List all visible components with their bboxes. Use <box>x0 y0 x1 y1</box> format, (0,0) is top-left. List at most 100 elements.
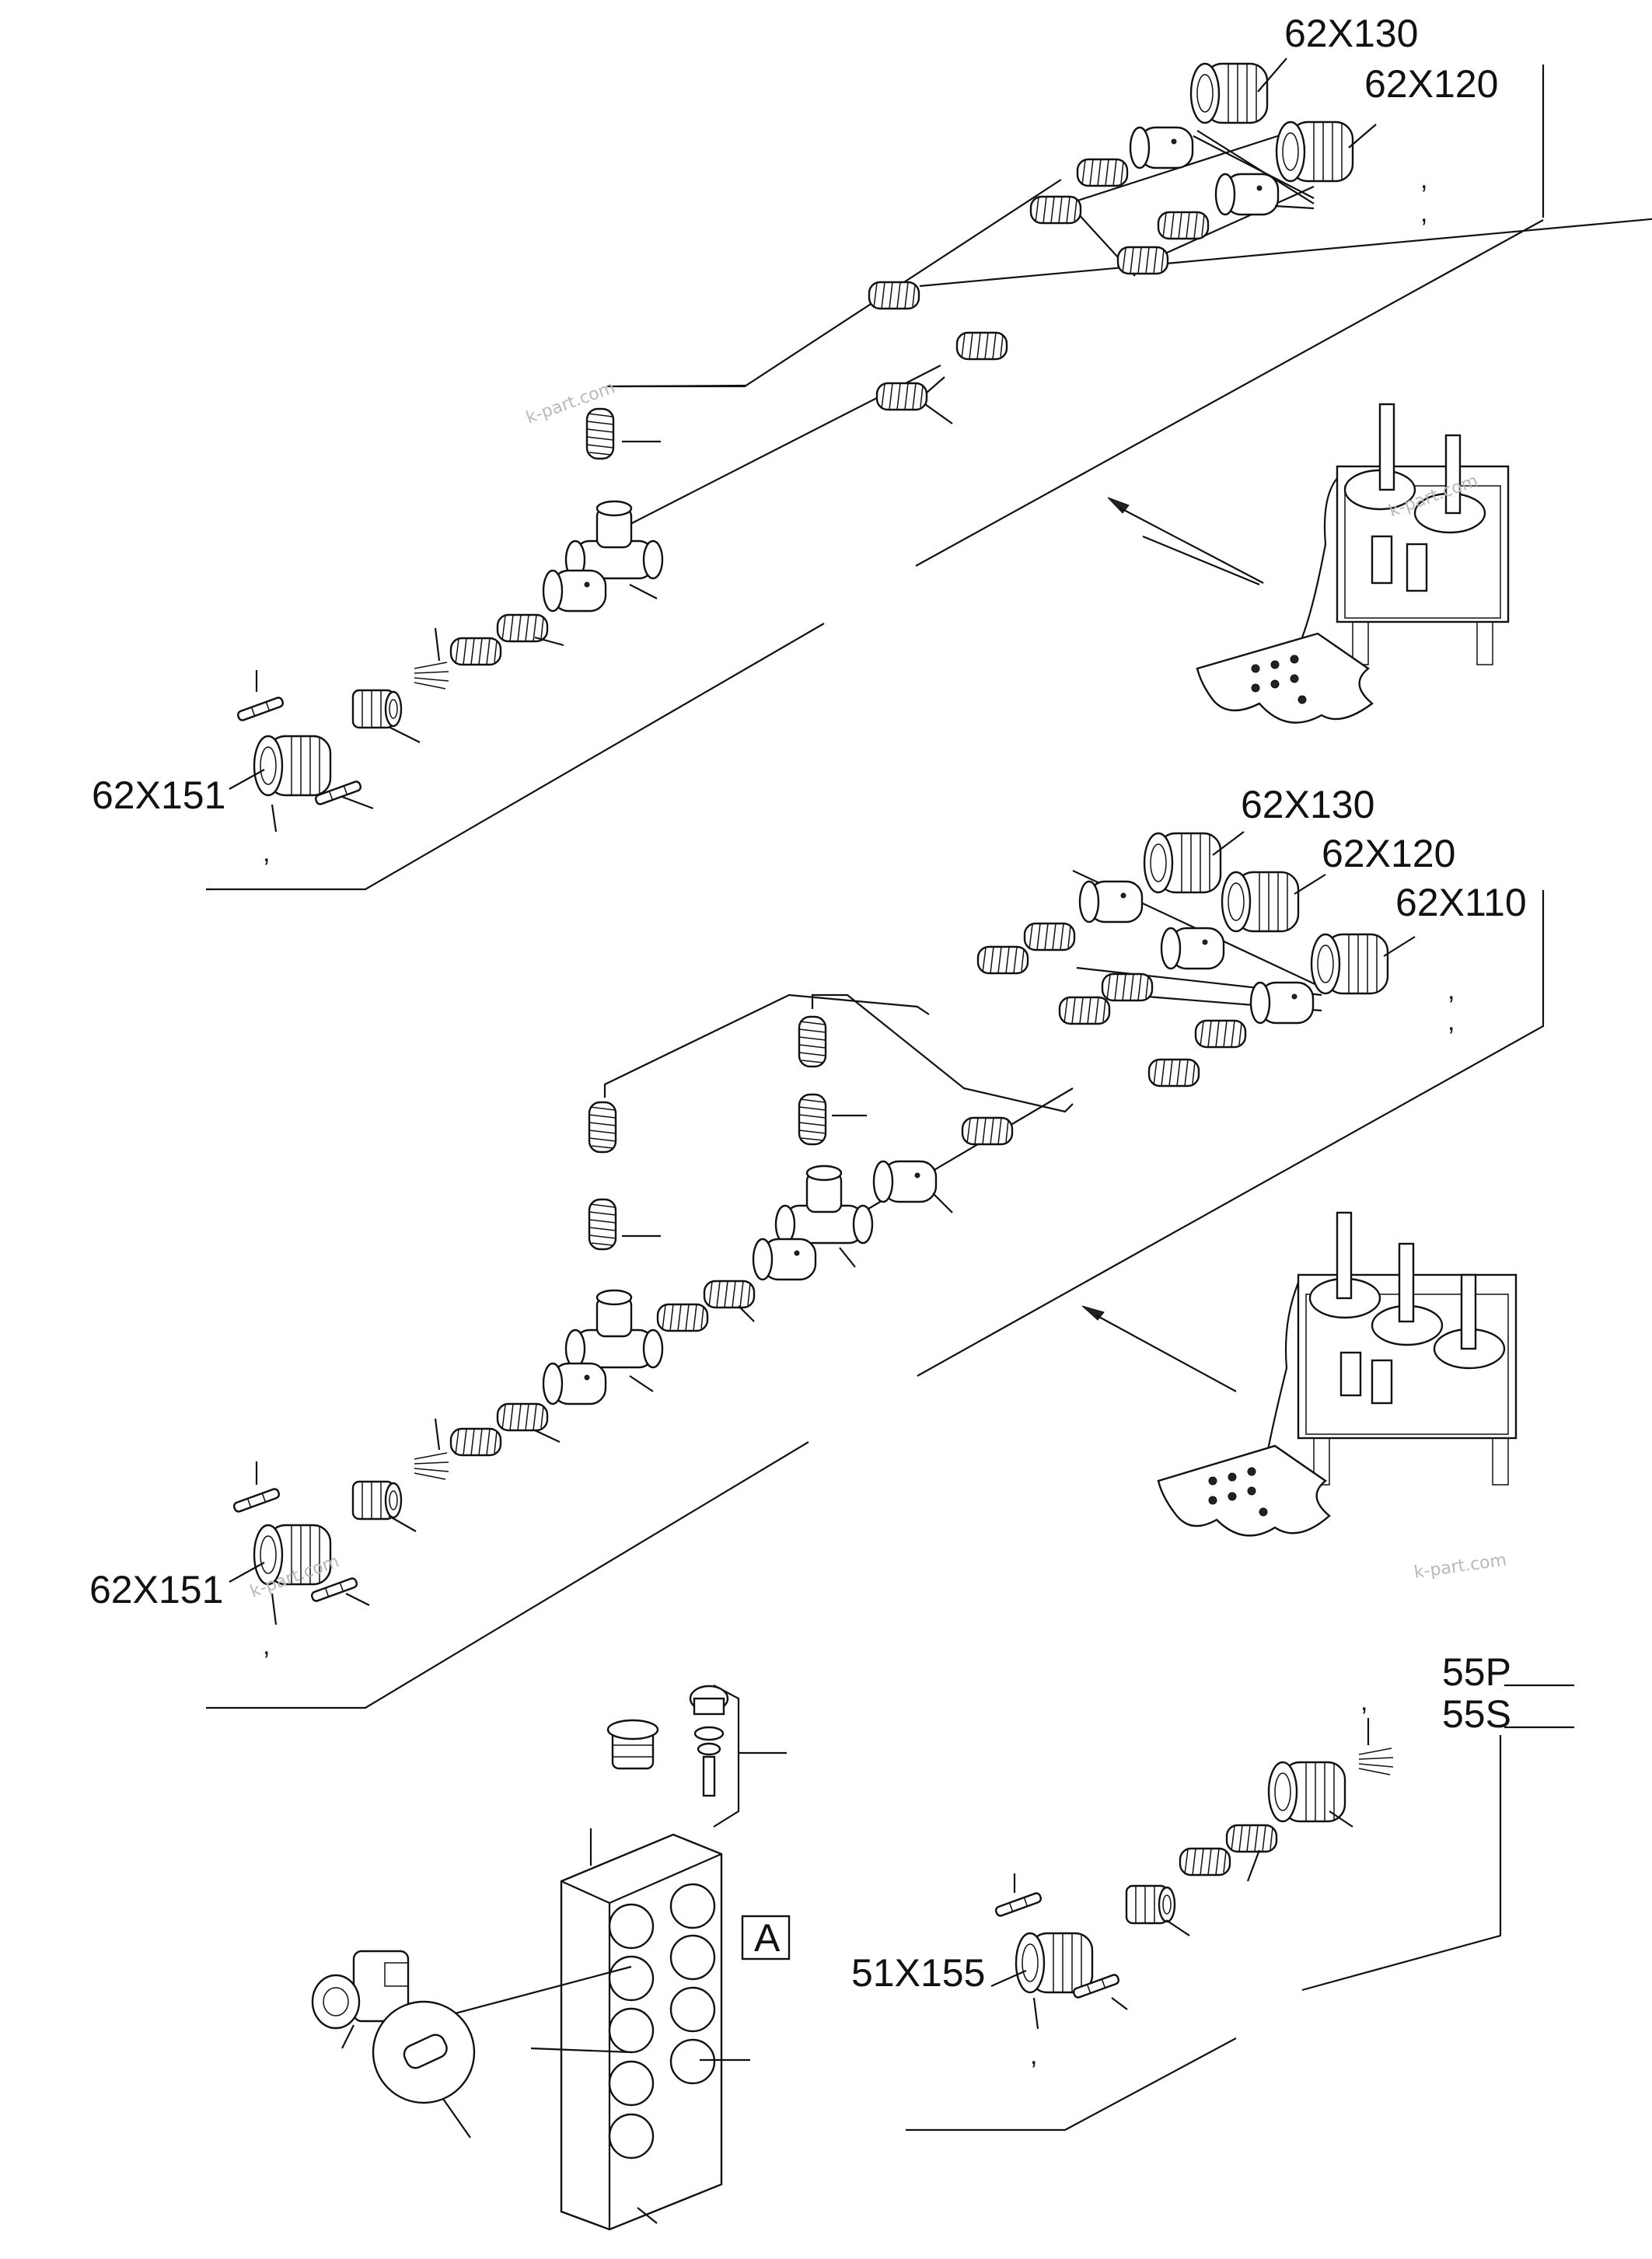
comma-mid-3: , <box>263 1631 270 1660</box>
section-bottom-linework <box>713 1685 1502 2132</box>
nut-mid <box>351 1480 403 1521</box>
sleeve-mid-2 <box>1160 927 1225 970</box>
sleeve-mid-4 <box>872 1160 938 1203</box>
comma-top-1: , <box>1420 165 1427 194</box>
top-diagonal-guide <box>915 219 1544 567</box>
label-box-a-letter: A <box>754 1916 781 1960</box>
sleeve-mid-1 <box>1078 880 1144 924</box>
wires-mid <box>414 1452 449 1480</box>
plate-mid <box>1157 1444 1331 1537</box>
bottom-right-bracket <box>1301 1735 1502 1992</box>
spring-mid-vertical-3 <box>588 1101 617 1154</box>
label-62x130-mid: 62X130 <box>1241 783 1374 826</box>
connector-62x151-top <box>253 735 332 797</box>
spring-top-3 <box>1029 195 1082 225</box>
spring-mid-vertical-1 <box>798 1015 827 1068</box>
spring-top-4 <box>1116 246 1169 275</box>
mid-bottom-bracket <box>206 1441 809 1709</box>
sleeve-top-2 <box>1214 173 1280 216</box>
comma-mid-1: , <box>1448 976 1455 1005</box>
label-box-a <box>741 1915 791 1960</box>
spring-mid-6 <box>1147 1058 1200 1088</box>
spring-mid-vertical-2 <box>798 1093 827 1146</box>
comma-bottom-1: , <box>1360 1687 1367 1716</box>
spring-top-8 <box>496 613 549 643</box>
tee-top <box>564 500 664 580</box>
label-62x130-top: 62X130 <box>1284 12 1418 55</box>
sleeve-top-3 <box>542 569 607 613</box>
top-bottom-bracket <box>206 623 825 891</box>
connector-62x120-mid <box>1221 871 1300 933</box>
nut-bottom <box>1125 1884 1176 1925</box>
connector-51x155-bottom <box>1015 1932 1094 1994</box>
spring-bottom-2 <box>1179 1847 1231 1877</box>
label-55p: 55P <box>1442 1650 1511 1694</box>
connector-62x130-mid <box>1143 832 1222 894</box>
section-top-parts <box>229 58 1377 833</box>
arrow-mid-line <box>1095 1315 1237 1392</box>
tee-mid-left <box>564 1289 664 1369</box>
switch-assembly <box>311 1950 476 2139</box>
spring-top-5 <box>868 281 920 310</box>
label-62x151-top: 62X151 <box>92 773 225 817</box>
comma-top-3: , <box>263 838 270 868</box>
sleeve-mid-3 <box>1249 981 1315 1025</box>
spring-mid-5 <box>1058 996 1111 1025</box>
machine-top-illustration <box>1196 403 1510 724</box>
top-chain-upper <box>606 179 1062 388</box>
spring-mid-11 <box>449 1427 502 1457</box>
labels: 62X130 62X120 , , 62X151 , 62X130 62X120… <box>89 12 1574 2070</box>
section-bottom-parts <box>311 1685 1394 2231</box>
top-chain-a <box>1072 123 1315 204</box>
spring-mid-3 <box>1194 1019 1247 1049</box>
spring-top-1 <box>1076 158 1129 187</box>
mid-chain-upper <box>603 993 930 1098</box>
connector-62x120-top <box>1275 120 1354 183</box>
comma-top-2: , <box>1420 198 1427 228</box>
sleeve-top-1 <box>1129 126 1194 169</box>
label-62x120-top: 62X120 <box>1364 62 1498 106</box>
spring-mid-4 <box>976 945 1029 975</box>
top-chain-cross <box>1196 130 1315 204</box>
section-mid-parts <box>229 831 1416 1625</box>
connector-55-bottom <box>1267 1761 1346 1823</box>
label-62x151-mid: 62X151 <box>89 1568 223 1611</box>
label-62x120-mid: 62X120 <box>1322 832 1455 875</box>
spring-top-7 <box>875 382 928 411</box>
bottom-bottom-bracket <box>906 2037 1237 2132</box>
nut-top <box>351 689 403 729</box>
comma-bottom-2: , <box>1030 2041 1037 2070</box>
mid-right-bracket <box>917 890 1545 1377</box>
label-55s: 55S <box>1442 1692 1511 1736</box>
top-chain-b <box>1158 185 1315 258</box>
spring-mid-8 <box>703 1280 756 1309</box>
sleeve-mid-5 <box>752 1238 817 1281</box>
watermark-4: k-part.com <box>1413 1551 1507 1583</box>
pin-bottom-1 <box>994 1891 1043 1919</box>
wires-top <box>414 662 449 690</box>
spring-mid-10 <box>496 1402 549 1432</box>
spring-mid-1 <box>1023 922 1076 951</box>
pin-mid-1 <box>232 1486 281 1514</box>
spring-mid-7 <box>961 1116 1014 1146</box>
wires-bottom <box>1358 1747 1394 1775</box>
spring-top-9 <box>449 637 502 666</box>
plate-top <box>1196 632 1374 724</box>
spring-top-2 <box>1157 211 1210 240</box>
label-62x110-mid: 62X110 <box>1395 881 1527 924</box>
spring-bottom-1 <box>1225 1824 1278 1853</box>
connector-62x130-top <box>1189 62 1269 124</box>
connector-62x110-mid <box>1310 933 1389 995</box>
top-upper-leader <box>919 218 1652 288</box>
tee-mid-right <box>774 1164 874 1245</box>
sleeve-mid-6 <box>542 1362 607 1405</box>
push-button-parts <box>606 1685 729 1797</box>
machine-mid-illustration <box>1157 1211 1518 1537</box>
spring-top-6 <box>955 331 1008 361</box>
pin-top-1 <box>236 695 285 723</box>
spring-mid-9 <box>656 1303 709 1332</box>
label-51x155: 51X155 <box>851 1951 985 1995</box>
mid-chain-mid <box>811 993 1074 1113</box>
comma-mid-2: , <box>1448 1007 1455 1036</box>
